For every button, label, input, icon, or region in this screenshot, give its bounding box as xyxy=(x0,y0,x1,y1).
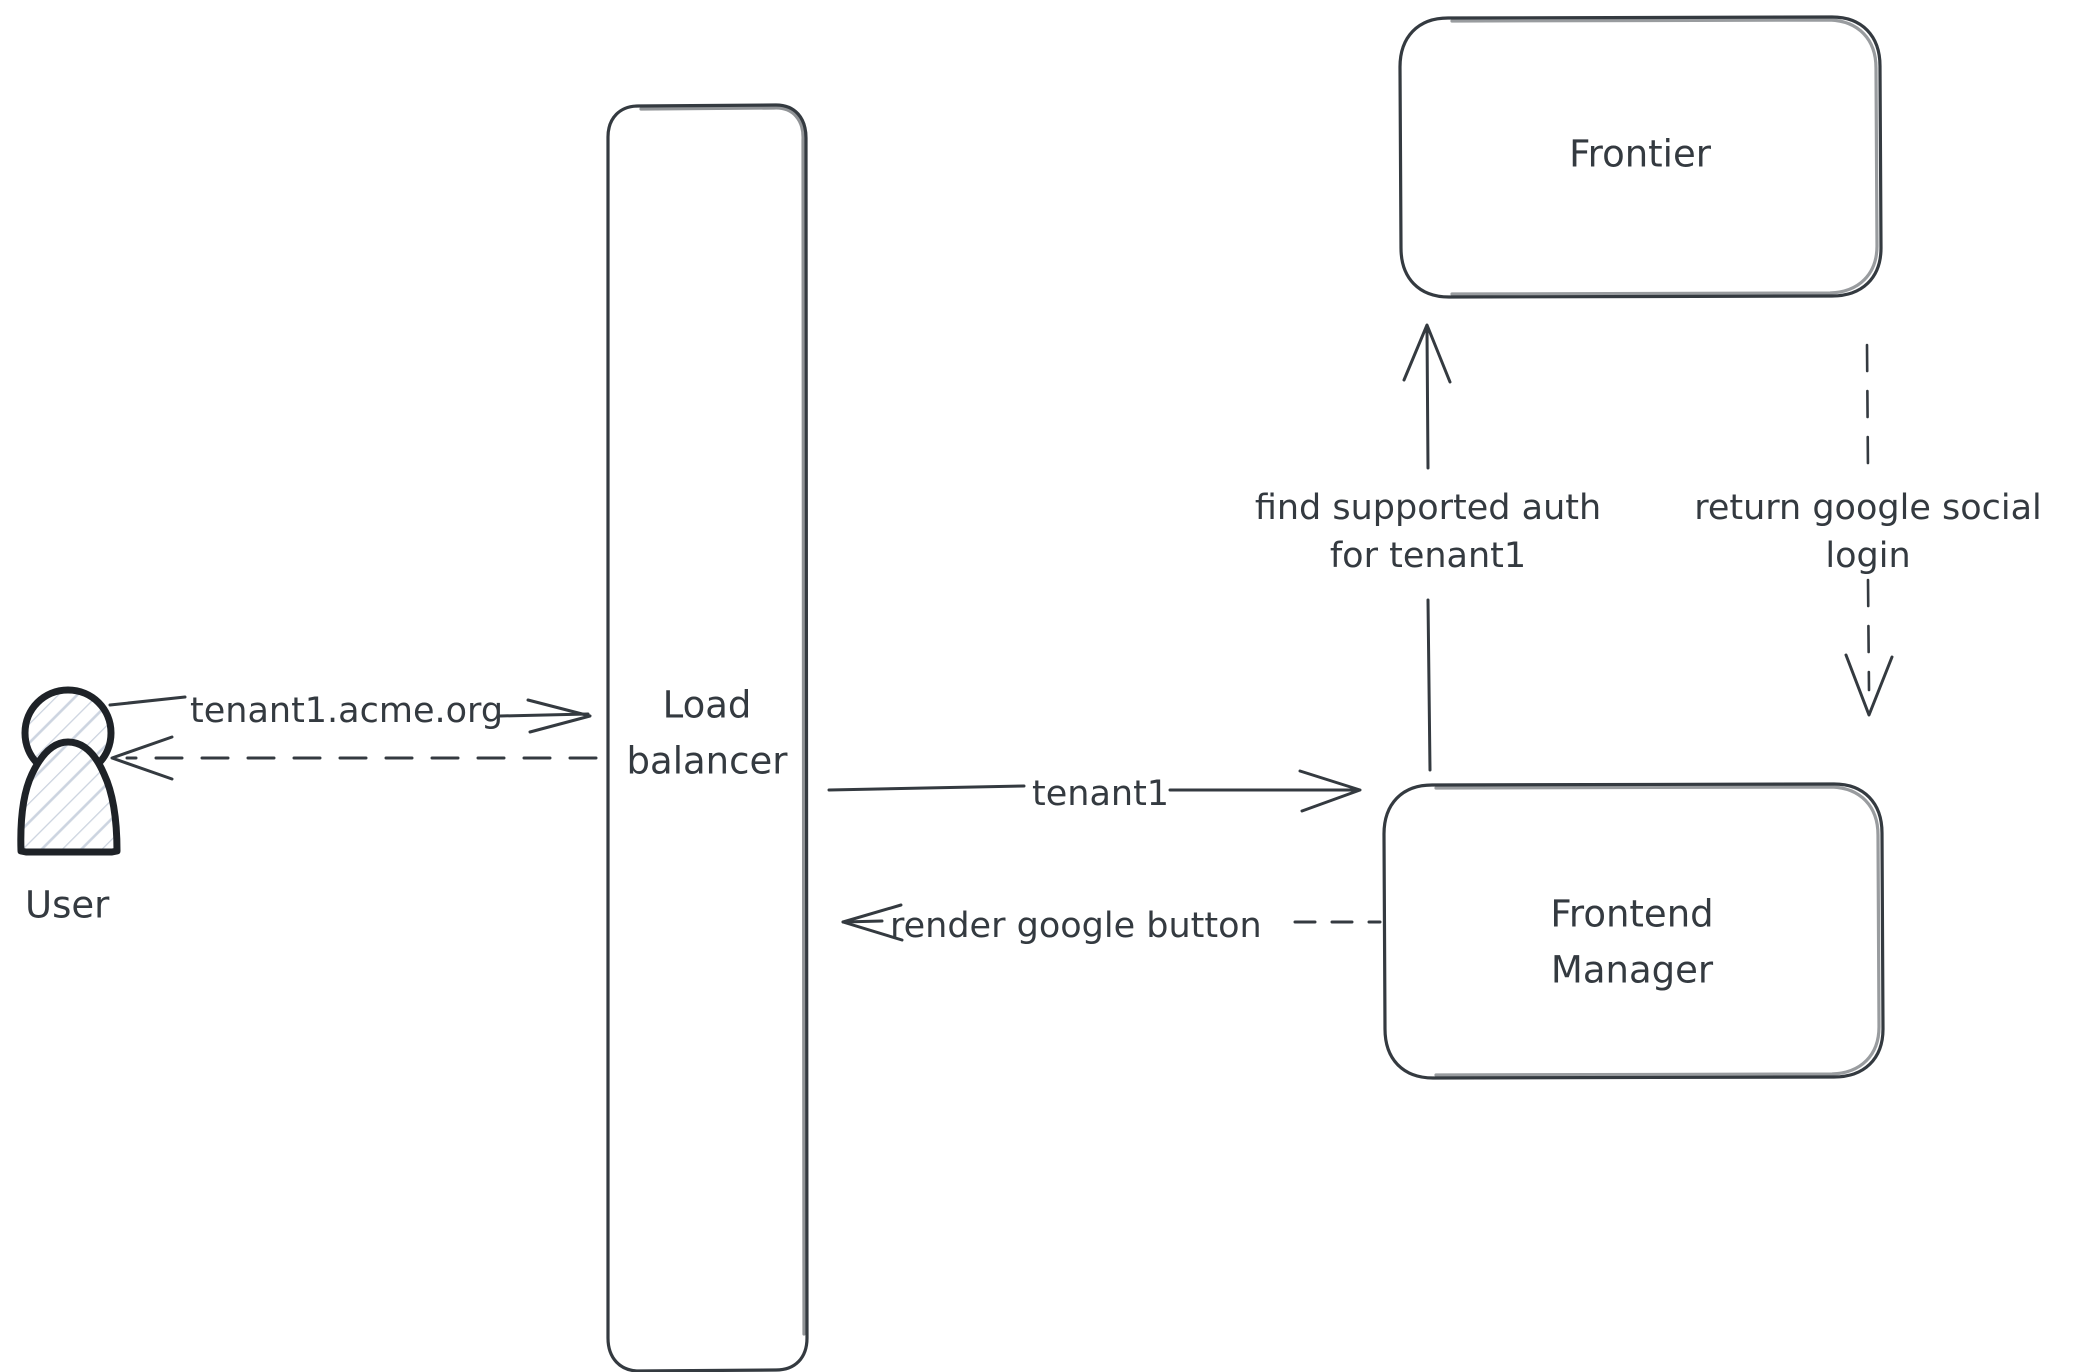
frontend-manager-label-line1: Frontend xyxy=(1550,893,1713,936)
edge-frontier-to-fm-label-line2: login xyxy=(1825,536,1910,576)
edge-lb-to-fm-label: tenant1 xyxy=(1032,774,1169,814)
frontend-manager-shape xyxy=(1382,782,1885,1080)
node-load-balancer[interactable]: Load balancer xyxy=(606,103,809,1372)
node-frontend-manager[interactable]: Frontend Manager xyxy=(1382,782,1885,1080)
edge-user-to-lb-label: tenant1.acme.org xyxy=(190,691,503,731)
frontend-manager-label-line2: Manager xyxy=(1551,949,1714,992)
edge-fm-to-frontier-label-line1: find supported auth xyxy=(1255,488,1601,528)
user-body-icon xyxy=(17,738,121,856)
edge-frontier-to-fm-label-line1: return google social xyxy=(1694,488,2042,528)
edge-load-balancer-to-frontend-manager[interactable]: tenant1 xyxy=(827,769,1362,814)
edge-fm-to-lb-label: render google button xyxy=(890,906,1262,946)
node-frontier[interactable]: Frontier xyxy=(1398,15,1883,299)
edge-frontend-manager-to-frontier[interactable]: find supported auth for tenant1 xyxy=(1255,323,1601,772)
frontier-label: Frontier xyxy=(1569,133,1712,176)
user-label: User xyxy=(25,884,110,927)
edge-frontend-manager-to-load-balancer[interactable]: render google button xyxy=(841,903,1382,946)
edge-frontier-to-frontend-manager[interactable]: return google social login xyxy=(1694,343,2042,717)
load-balancer-label-line1: Load xyxy=(663,684,752,727)
edge-fm-to-frontier-label-line2: for tenant1 xyxy=(1330,536,1526,576)
load-balancer-label-line2: balancer xyxy=(627,740,789,783)
edge-load-balancer-to-user[interactable] xyxy=(110,735,598,781)
frontier-shape xyxy=(1398,15,1883,299)
edge-user-to-load-balancer[interactable]: tenant1.acme.org xyxy=(108,691,592,734)
node-user[interactable]: User xyxy=(10,685,140,927)
load-balancer-shape xyxy=(606,103,809,1372)
